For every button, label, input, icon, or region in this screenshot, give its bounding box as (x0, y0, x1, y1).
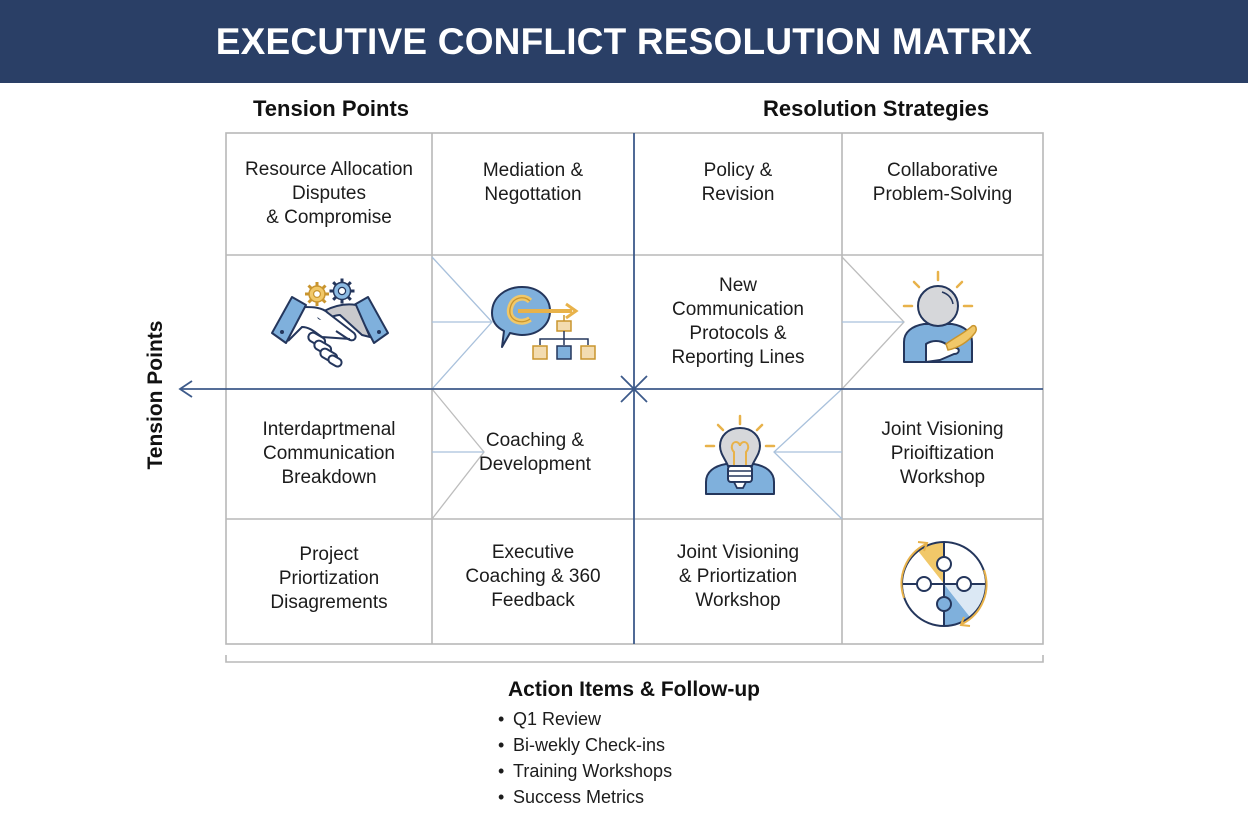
action-item: Q1 Review (498, 706, 760, 732)
bracket-line (225, 655, 1044, 663)
action-items-section: Action Items & Follow-up Q1 Review Bi-we… (508, 678, 760, 810)
header-banner: EXECUTIVE CONFLICT RESOLUTION MATRIX (0, 0, 1248, 83)
side-label-tension-points: Tension Points (144, 320, 167, 470)
cell-mediation: Mediation & Negottation (482, 160, 584, 205)
handshake-gears-icon (271, 278, 389, 368)
cell-interdepartmental-breakdown: Interdaprtmenal Communication Breakdown (262, 419, 396, 488)
cell-project-prioritization: Project Priortization Disagrements (270, 543, 388, 613)
cell-collaborative: Collaborative Problem-Solving (872, 160, 1013, 205)
person-idea-bulb-icon (902, 270, 977, 363)
cell-joint-visioning-workshop: Joint Visioning & Priortization Workshop (676, 541, 800, 611)
lightbulb-head-icon (704, 414, 776, 495)
action-items-title: Action Items & Follow-up (508, 678, 760, 701)
cell-joint-visioning-prioritization: Joint Visioning Prioiftization Workshop (881, 419, 1004, 488)
cell-policy-revision: Policy & Revision (701, 160, 775, 205)
action-item: Bi-wekly Check-ins (498, 732, 760, 758)
cell-resource-allocation: Resource Allocation Disputes & Compromis… (245, 159, 413, 228)
action-item: Success Metrics (498, 784, 760, 810)
cell-coaching-development: Coaching & Development (479, 430, 591, 475)
action-item: Training Workshops (498, 758, 760, 784)
puzzle-cycle-icon (900, 541, 988, 627)
heading-tension-points: Tension Points (253, 96, 410, 121)
page-title: EXECUTIVE CONFLICT RESOLUTION MATRIX (215, 20, 1033, 62)
speech-bubble-org-chart-icon (491, 286, 596, 360)
arrow-left-icon (178, 380, 193, 398)
cell-executive-coaching: Executive Coaching & 360 Feedback (465, 541, 601, 611)
action-items-list: Q1 Review Bi-wekly Check-ins Training Wo… (498, 706, 760, 810)
heading-resolution-strategies: Resolution Strategies (763, 96, 990, 121)
cell-new-communication-protocols: New Communication Protocols & Reporting … (671, 275, 805, 368)
